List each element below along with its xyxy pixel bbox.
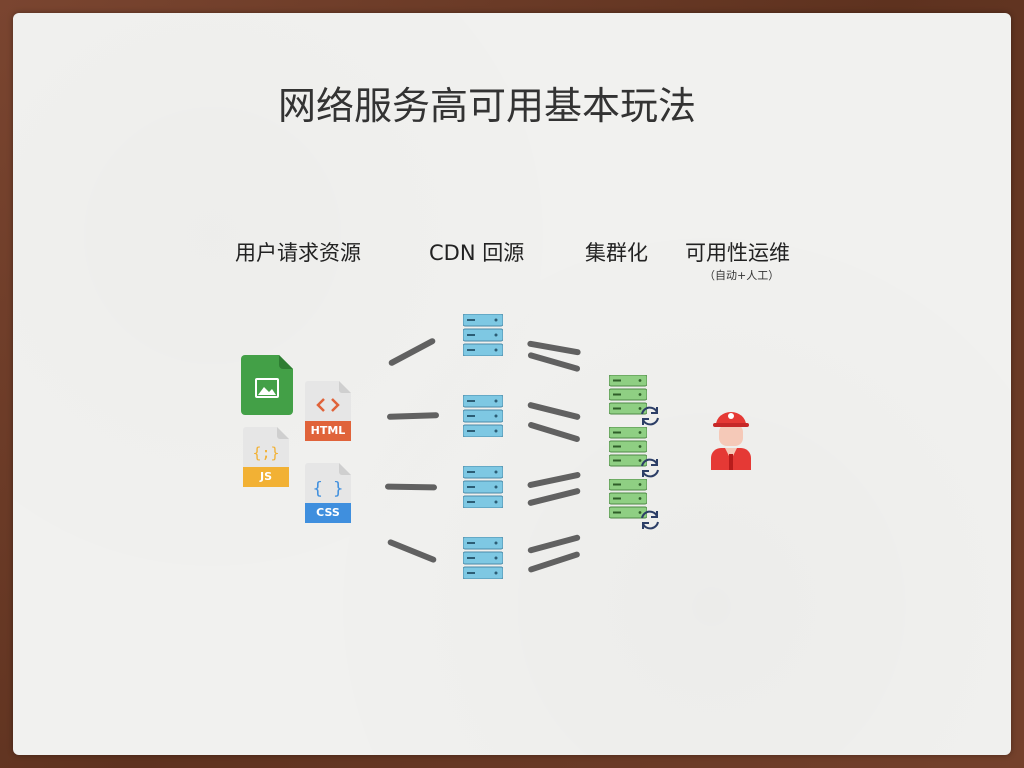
label-cdn: CDN 回源 <box>429 241 525 265</box>
html-file-icon: HTML <box>305 381 351 441</box>
refresh-icon <box>638 404 662 428</box>
js-file-icon: {;} JS <box>243 427 289 487</box>
connector-stroke <box>527 487 581 507</box>
server-icon <box>462 313 504 357</box>
server-icon <box>462 465 504 509</box>
css-badge: CSS <box>316 506 340 519</box>
label-user-request: 用户请求资源 <box>235 241 361 265</box>
connector-stroke <box>527 351 581 373</box>
connector-stroke <box>527 534 581 554</box>
connector-stroke <box>527 421 581 443</box>
refresh-icon <box>638 456 662 480</box>
connector-stroke <box>527 401 581 421</box>
svg-text:{ }: { } <box>313 479 344 499</box>
slide-title: 网络服务高可用基本玩法 <box>277 84 696 128</box>
label-ops-note: （自动+人工） <box>704 269 780 282</box>
connector-stroke <box>387 337 437 367</box>
connector-stroke <box>526 471 582 489</box>
js-badge: JS <box>259 470 272 483</box>
svg-text:{;}: {;} <box>252 444 279 462</box>
engineer-icon <box>707 408 755 470</box>
refresh-icon <box>638 508 662 532</box>
server-icon <box>462 536 504 580</box>
css-file-icon: { } CSS <box>305 463 351 523</box>
server-icon <box>462 394 504 438</box>
connector-stroke <box>386 412 440 420</box>
label-ops: 可用性运维 <box>685 241 790 265</box>
server-icon <box>608 374 648 415</box>
server-icon <box>608 478 648 519</box>
label-cluster: 集群化 <box>585 241 648 265</box>
html-badge: HTML <box>310 424 346 437</box>
server-icon <box>608 426 648 467</box>
connector-stroke <box>527 550 581 574</box>
connector-stroke <box>386 538 438 564</box>
connector-stroke <box>384 483 438 491</box>
image-file-icon <box>241 355 293 415</box>
slide: 网络服务高可用基本玩法 用户请求资源 CDN 回源 集群化 可用性运维 （自动+… <box>13 13 1011 755</box>
